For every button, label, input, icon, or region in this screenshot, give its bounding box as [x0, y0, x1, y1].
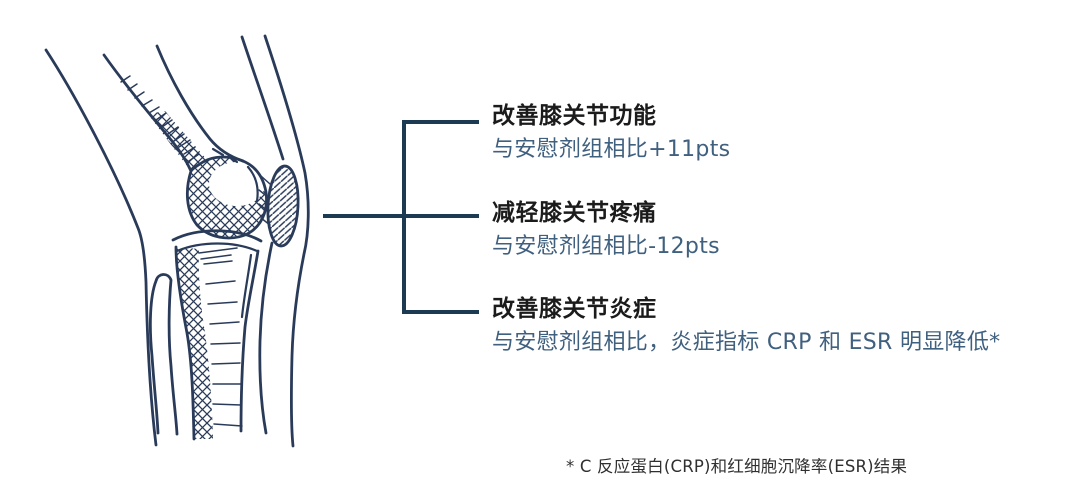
benefit-detail: 与安慰剂组相比-12pts	[492, 234, 720, 259]
condyle-inner-contour	[246, 165, 259, 203]
patella-outline	[266, 164, 300, 248]
femur-condyle-outline	[185, 155, 268, 240]
tibial-plateau-lower	[175, 242, 259, 253]
footnote: * C 反应蛋白(CRP)和红细胞沉降率(ESR)结果	[566, 457, 908, 476]
leg-front-outline	[263, 34, 310, 448]
condyle-accent-dashes	[211, 147, 239, 164]
benefit-item-inflammation: 改善膝关节炎症 与安慰剂组相比，炎症指标 CRP 和 ESR 明显降低*	[492, 295, 1052, 357]
tibia-left-edge	[174, 245, 196, 441]
femur-right-edge	[155, 44, 245, 163]
benefit-title: 改善膝关节功能	[492, 103, 657, 129]
thigh-front-outline	[240, 35, 285, 161]
femur-shading	[148, 111, 208, 170]
condyle-shading	[187, 156, 267, 238]
fibula-outline	[148, 273, 179, 436]
knee-illustration	[44, 34, 310, 448]
thigh-back-outline	[44, 48, 158, 447]
tibia-long-ticks	[198, 247, 243, 427]
tibia-right-edge	[239, 249, 260, 433]
benefit-title: 改善膝关节炎症	[492, 296, 657, 322]
benefit-title: 减轻膝关节疼痛	[492, 200, 657, 226]
benefit-item-function: 改善膝关节功能 与安慰剂组相比+11pts	[492, 102, 1052, 164]
condyle-highlight	[209, 162, 265, 206]
benefit-detail: 与安慰剂组相比，炎症指标 CRP 和 ESR 明显降低*	[492, 330, 1001, 355]
femur-left-edge	[102, 53, 193, 173]
femur-edge-ticks	[120, 75, 200, 162]
connector-bracket	[323, 120, 479, 314]
tibia-shading	[176, 247, 213, 439]
benefit-item-pain: 减轻膝关节疼痛 与安慰剂组相比-12pts	[492, 199, 1052, 261]
shin-inner-line	[258, 241, 274, 435]
tibial-plateau-upper	[171, 229, 263, 243]
benefit-detail: 与安慰剂组相比+11pts	[492, 137, 731, 162]
patella-gap-ticks	[258, 175, 271, 226]
tibia-right-inner-line	[240, 253, 253, 319]
